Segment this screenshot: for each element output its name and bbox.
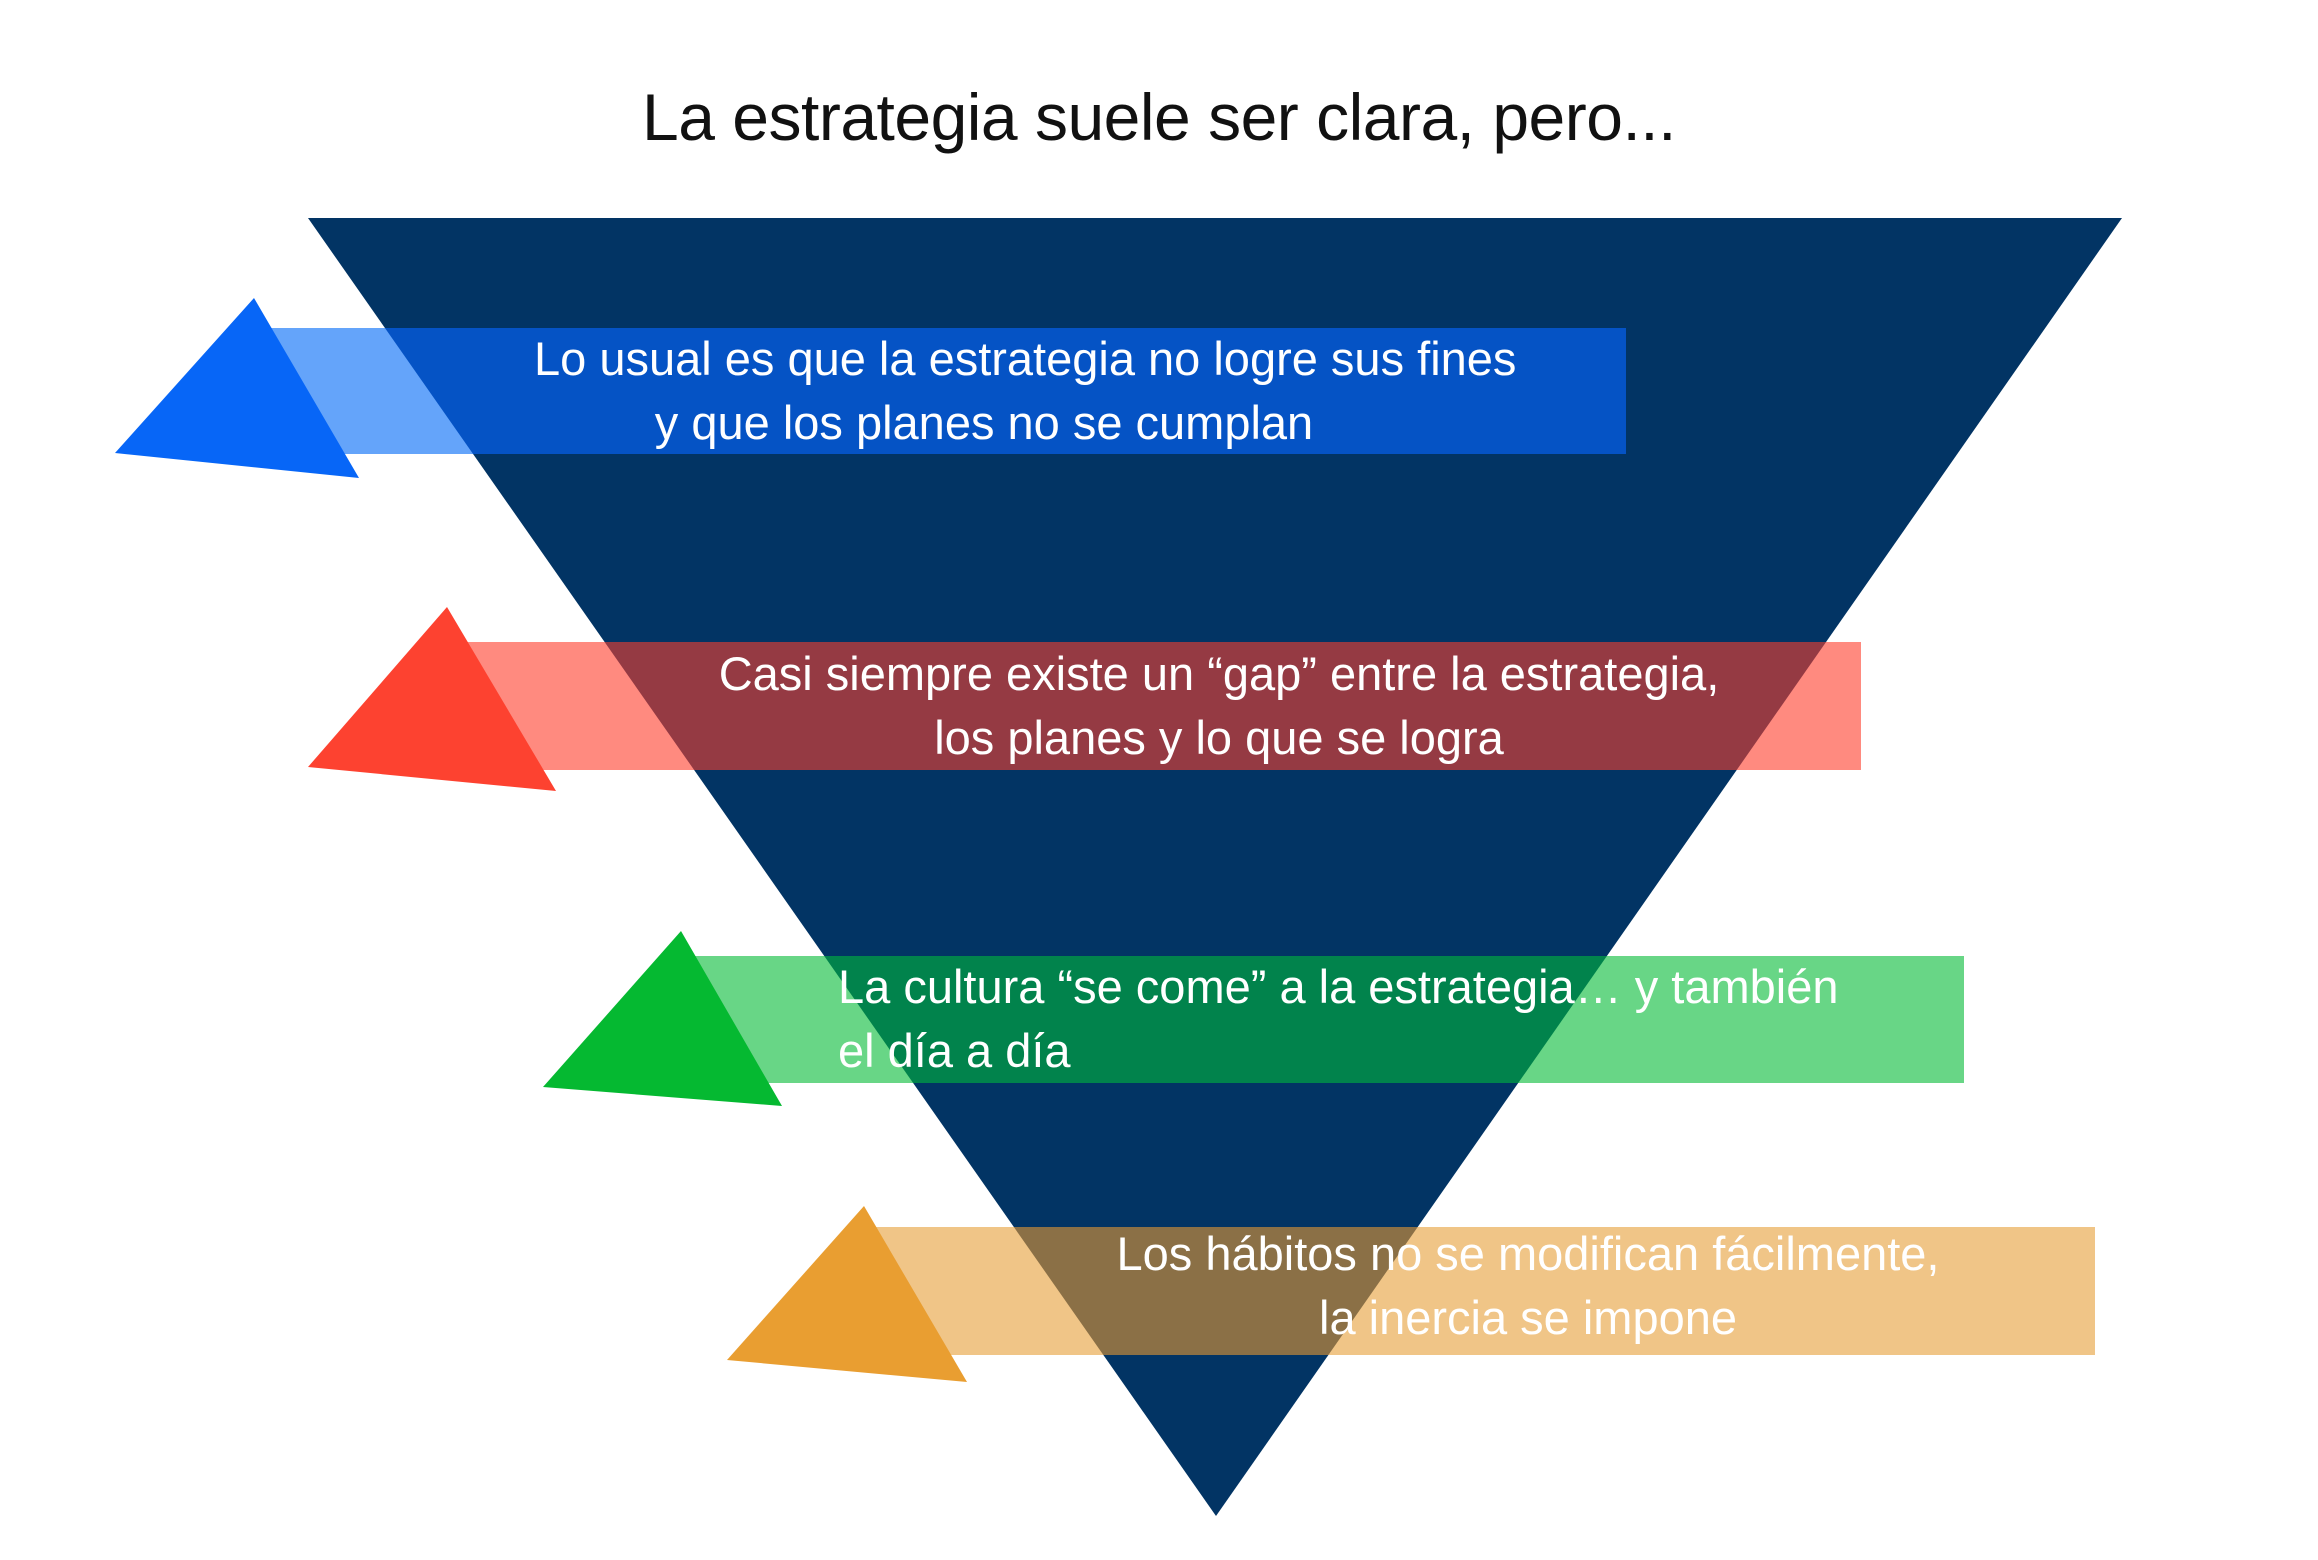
item-3-text: La cultura “se come” a la estrategia… y … [838,955,1938,1083]
item-2-arrow-triangle [308,607,556,791]
item-4-arrow-triangle [727,1206,967,1382]
item-1-text: Lo usual es que la estrategia no logre s… [534,327,1517,455]
item-2-text: Casi siempre existe un “gap” entre la es… [669,642,1769,770]
item-1-arrow-triangle [115,298,359,478]
inverted-triangle-funnel [308,218,2122,1516]
item-4 [727,1206,2095,1382]
item-4-line-2: la inercia se impone [1319,1291,1737,1344]
item-2-line-2: los planes y lo que se logra [934,711,1504,764]
item-1-band-overlap [308,328,1626,454]
item-3 [543,931,1964,1106]
item-3-line-2: el día a día [838,1024,1071,1077]
item-1-line-2: y que los planes no se cumplan [654,396,1314,449]
item-2 [308,607,1861,791]
item-4-line-1: Los hábitos no se modifican fácilmente, [1116,1227,1940,1280]
item-1-line-1: Lo usual es que la estrategia no logre s… [534,332,1517,385]
diagram-title: La estrategia suele ser clara, pero... [642,80,1676,154]
item-3-line-1: La cultura “se come” a la estrategia… y … [838,960,1839,1013]
item-3-arrow-triangle [543,931,782,1106]
item-4-text: Los hábitos no se modifican fácilmente, … [1078,1222,1978,1350]
item-2-line-1: Casi siempre existe un “gap” entre la es… [718,647,1720,700]
item-1 [115,298,1626,478]
